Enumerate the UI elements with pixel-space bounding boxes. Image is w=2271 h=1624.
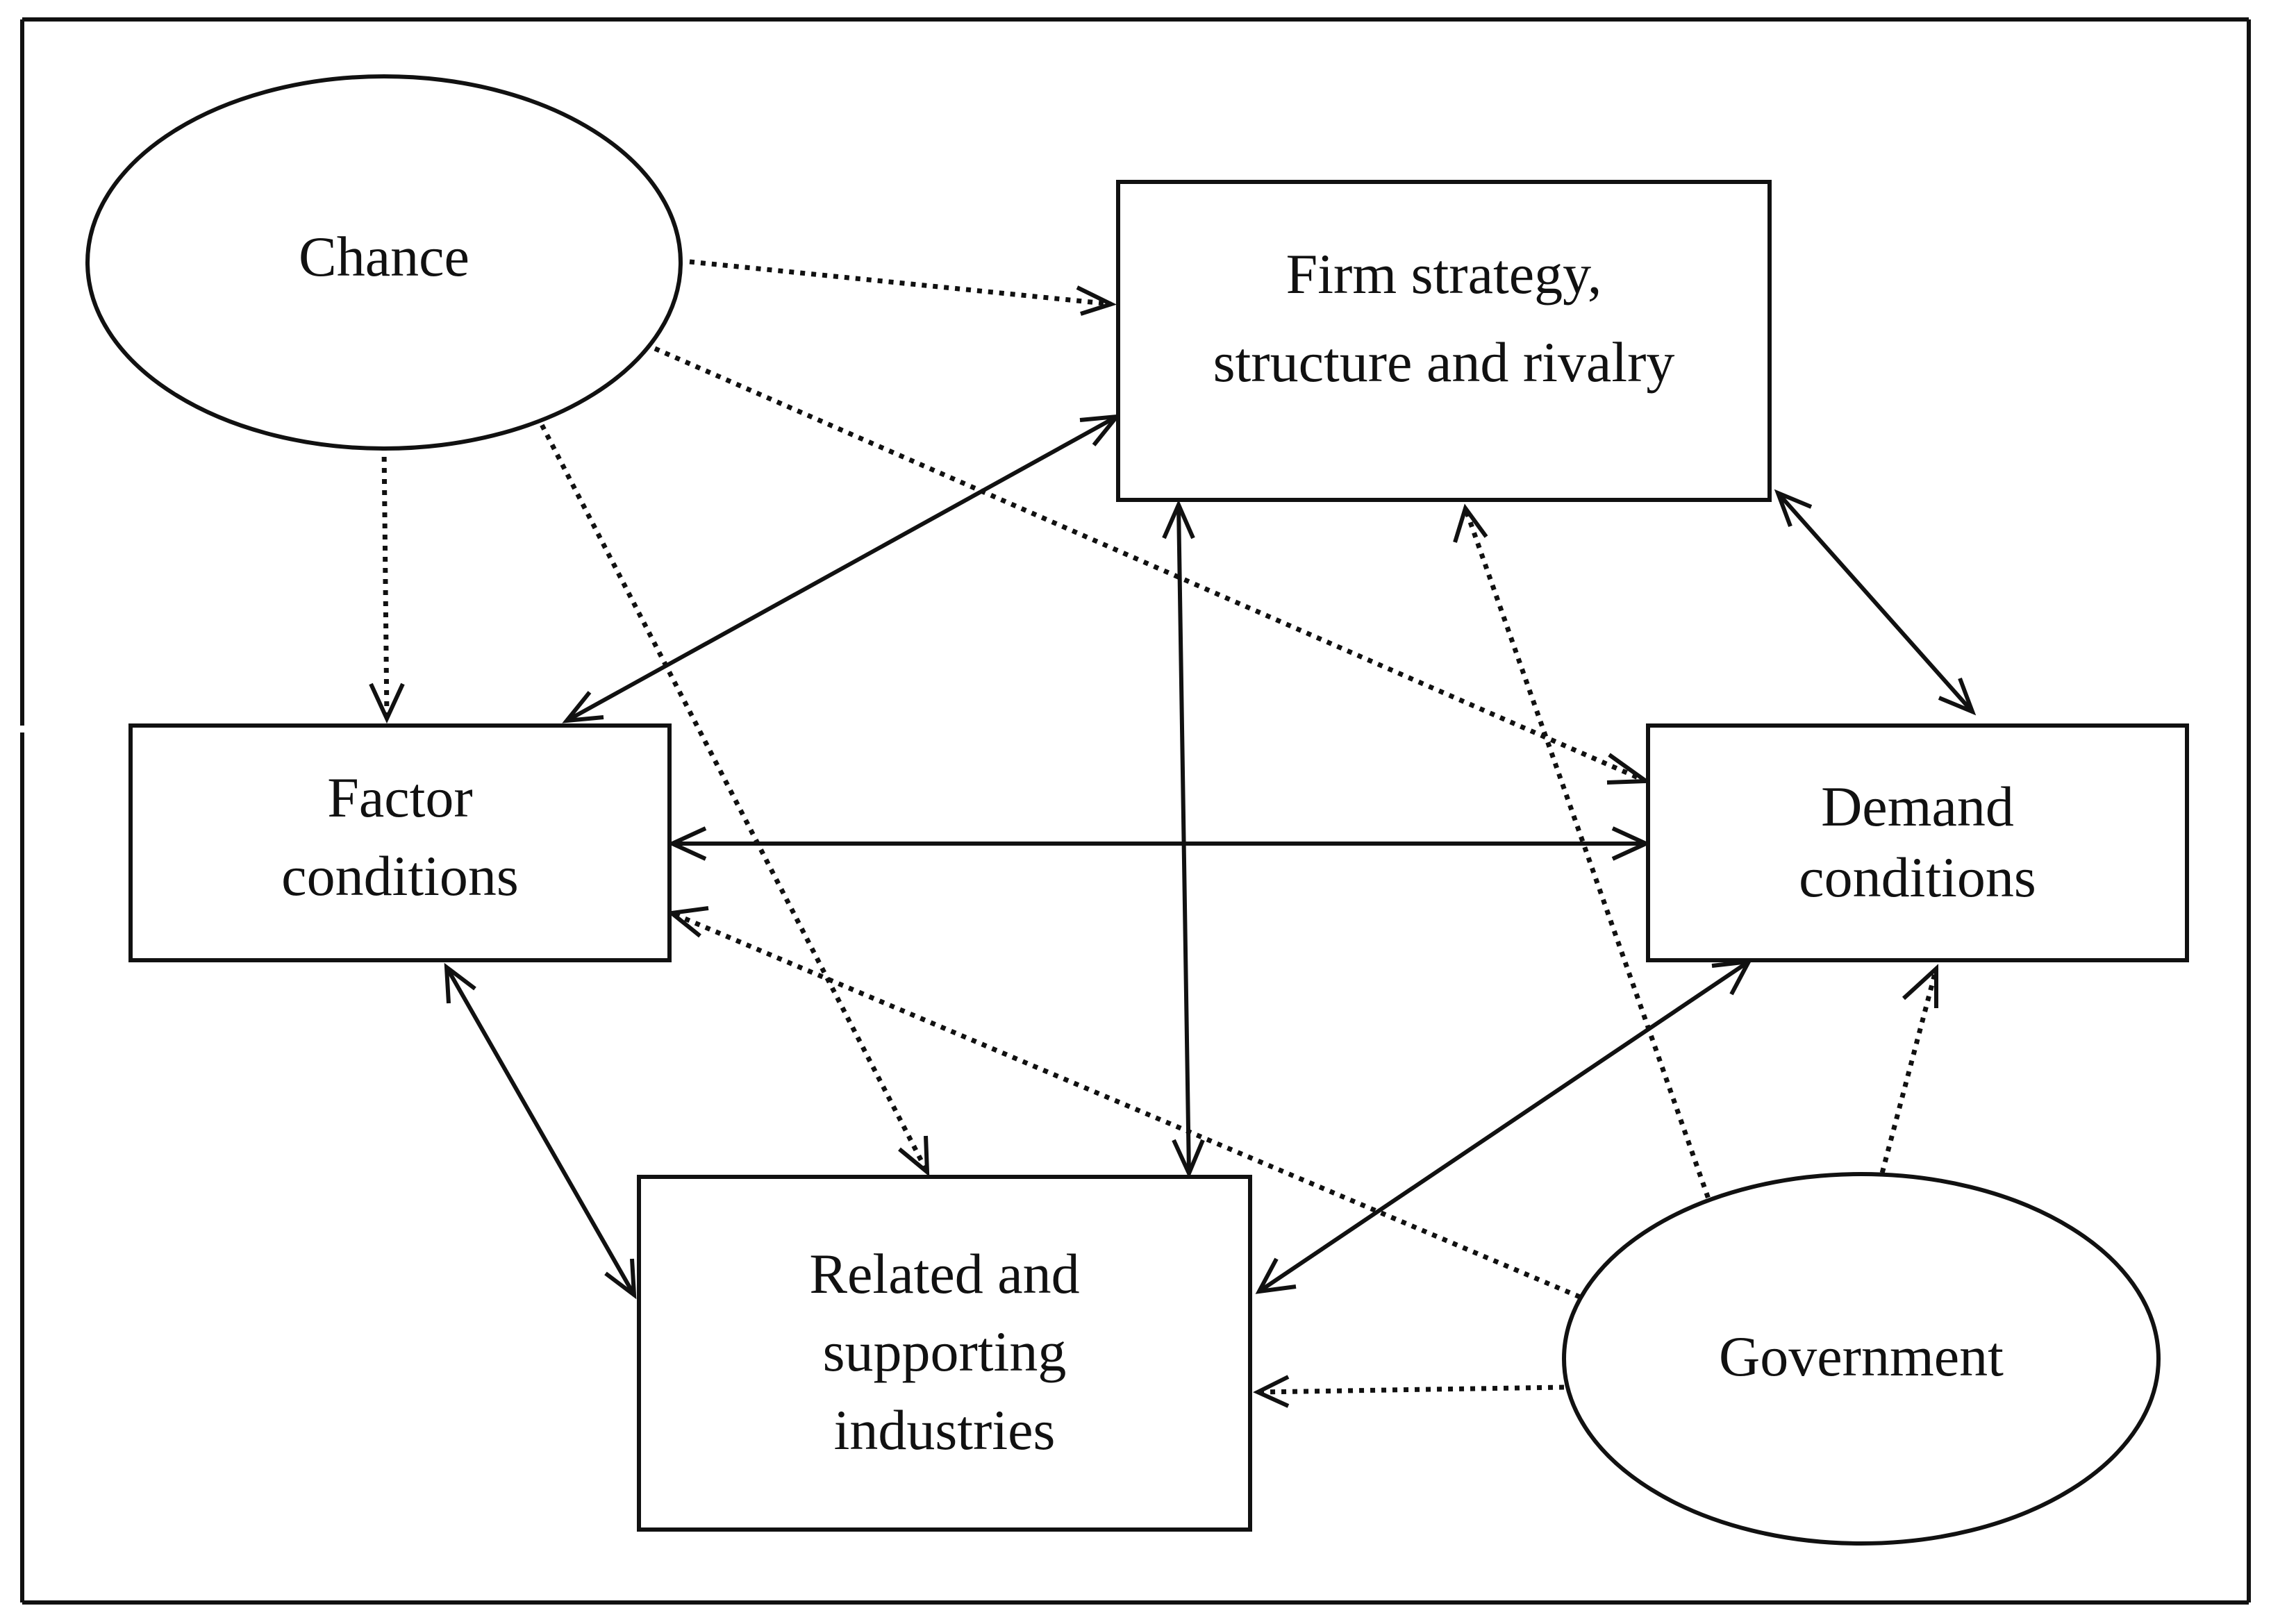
edge-factor-demand — [667, 826, 1652, 861]
node-factor-conditions: Factor conditions — [128, 723, 672, 962]
demand-conditions-label-line-1: Demand — [1821, 775, 2014, 838]
factor-conditions-label-line-1: Factor — [327, 766, 472, 829]
factor-conditions-box — [128, 723, 672, 962]
edge-firm-demand — [1774, 489, 1977, 716]
factor-conditions-label-line-2: conditions — [281, 844, 519, 907]
edge-government-to-firm — [1453, 503, 1718, 1220]
related-industries-label-line-2: supporting — [823, 1320, 1067, 1383]
edge-firm-related — [1162, 499, 1205, 1179]
related-industries-label-line-1: Related and — [809, 1242, 1079, 1305]
node-chance: Chance — [85, 74, 683, 451]
node-government: Government — [1562, 1172, 2161, 1546]
government-ellipse — [1562, 1172, 2161, 1546]
edge-factor-firm — [562, 414, 1122, 723]
edge-chance-to-related — [534, 414, 930, 1177]
edge-chance-to-factor — [369, 445, 405, 724]
dotted-edges — [369, 259, 1939, 1408]
edge-factor-related — [444, 962, 637, 1300]
node-demand-conditions: Demand conditions — [1646, 723, 2189, 962]
related-industries-label-line-3: industries — [834, 1398, 1056, 1462]
edge-government-to-related — [1253, 1375, 1565, 1408]
edge-government-to-demand — [1874, 964, 1939, 1195]
chance-ellipse — [85, 74, 683, 451]
node-firm-strategy: Firm strategy, structure and rivalry — [1116, 180, 1772, 502]
demand-conditions-box — [1646, 723, 2189, 962]
outer-frame — [20, 17, 2251, 1605]
related-industries-box — [637, 1175, 1252, 1532]
node-related-industries: Related and supporting industries — [637, 1175, 1252, 1532]
firm-strategy-label-line-2: structure and rivalry — [1213, 330, 1675, 394]
firm-strategy-box — [1116, 180, 1772, 502]
chance-label: Chance — [299, 225, 469, 288]
government-label: Government — [1719, 1325, 2004, 1388]
firm-strategy-label-line-1: Firm strategy, — [1286, 242, 1602, 305]
edge-chance-to-firm — [689, 259, 1117, 316]
demand-conditions-label-line-2: conditions — [1799, 846, 2036, 909]
